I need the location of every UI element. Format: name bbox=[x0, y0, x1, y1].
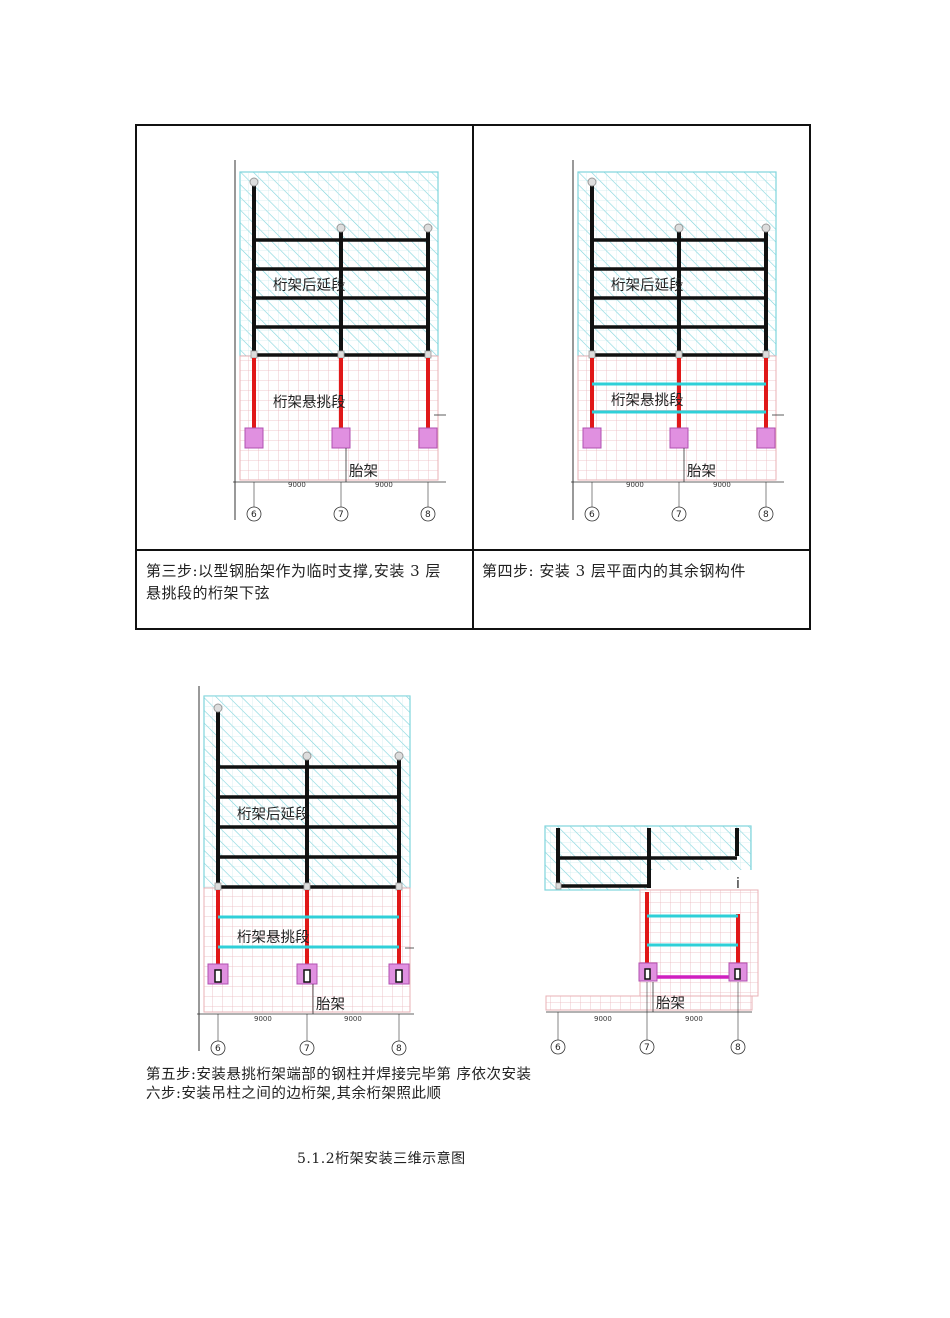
table-divider-horizontal bbox=[135, 549, 811, 551]
step5-6-caption: 第五步:安装悬挑桁架端部的钢柱并焊接完毕第 序依次安装 六步:安装吊柱之间的边桁… bbox=[146, 1066, 746, 1104]
axis-6: 6 bbox=[215, 1044, 221, 1054]
stray-mark: i bbox=[736, 876, 740, 892]
step4-diagram: 桁架后延段 桁架悬挑段 胎架 9000 9000 6 7 8 bbox=[571, 160, 784, 522]
axis-8: 8 bbox=[396, 1044, 402, 1054]
figure-title: 5.1.2桁架安装三维示意图 bbox=[297, 1151, 466, 1167]
dim-left: 9000 bbox=[626, 481, 644, 489]
label-back: 桁架后延段 bbox=[611, 277, 684, 294]
dim-left: 9000 bbox=[288, 481, 306, 489]
label-jig: 胎架 bbox=[656, 995, 685, 1012]
axis-6: 6 bbox=[251, 510, 257, 520]
table-divider-vertical bbox=[472, 124, 474, 630]
axis-6: 6 bbox=[555, 1043, 561, 1053]
dim-right: 9000 bbox=[685, 1015, 703, 1023]
dim-left: 9000 bbox=[254, 1015, 272, 1023]
label-cantilever: 桁架悬挑段 bbox=[237, 929, 310, 946]
label-jig: 胎架 bbox=[687, 463, 716, 480]
step3-caption: 第三步:以型钢胎架作为临时支撑,安装 3 层 悬挑段的桁架下弦 bbox=[146, 560, 468, 604]
label-jig: 胎架 bbox=[316, 996, 345, 1013]
step6-diagram: 胎架 9000 9000 6 7 8 bbox=[544, 825, 759, 1055]
step3-caption-line2: 悬挑段的桁架下弦 bbox=[146, 584, 271, 602]
step5-diagram: 桁架后延段 桁架悬挑段 胎架 9000 9000 6 7 8 bbox=[197, 686, 414, 1056]
label-cantilever: 桁架悬挑段 bbox=[273, 394, 346, 411]
axis-7: 7 bbox=[304, 1044, 310, 1054]
dim-left: 9000 bbox=[594, 1015, 612, 1023]
dim-right: 9000 bbox=[344, 1015, 362, 1023]
label-back: 桁架后延段 bbox=[273, 277, 346, 294]
axis-8: 8 bbox=[425, 510, 431, 520]
step5-caption-line1: 第五步:安装悬挑桁架端部的钢柱并焊接完毕第 序依次安装 bbox=[146, 1067, 532, 1083]
step3-caption-line1: 第三步:以型钢胎架作为临时支撑,安装 3 层 bbox=[146, 562, 441, 580]
dim-right: 9000 bbox=[713, 481, 731, 489]
label-cantilever: 桁架悬挑段 bbox=[611, 392, 684, 409]
axis-6: 6 bbox=[589, 510, 595, 520]
label-back: 桁架后延段 bbox=[237, 806, 310, 823]
step4-caption: 第四步: 安装 3 层平面内的其余钢构件 bbox=[482, 562, 746, 580]
dim-right: 9000 bbox=[375, 481, 393, 489]
axis-7: 7 bbox=[644, 1043, 650, 1053]
step5-caption-line2: 六步:安装吊柱之间的边桁架,其余桁架照此顺 bbox=[146, 1086, 442, 1102]
axis-8: 8 bbox=[735, 1043, 741, 1053]
axis-8: 8 bbox=[763, 510, 769, 520]
label-jig: 胎架 bbox=[349, 463, 378, 480]
step3-diagram: 桁架后延段 桁架悬挑段 胎架 9000 9000 6 7 8 bbox=[233, 160, 446, 522]
axis-7: 7 bbox=[338, 510, 344, 520]
axis-7: 7 bbox=[676, 510, 682, 520]
